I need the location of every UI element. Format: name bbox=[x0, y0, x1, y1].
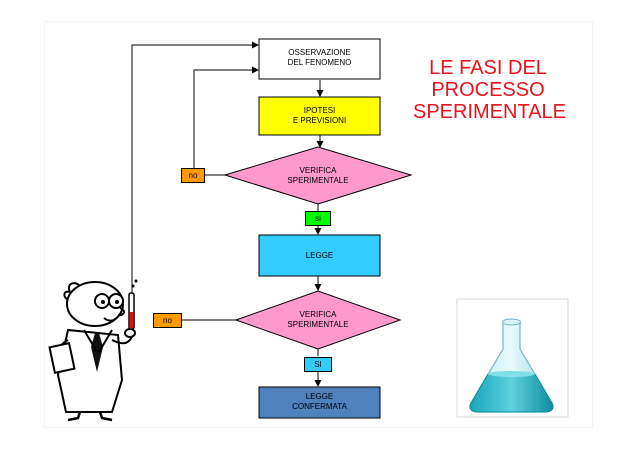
loop-back-from-scientist bbox=[131, 41, 259, 293]
law-label: LEGGE bbox=[259, 251, 380, 261]
no-tag-2: no bbox=[153, 313, 182, 328]
observation-line2: DEL FENOMENO bbox=[287, 58, 352, 67]
confirmed-law-line2: CONFERMATA bbox=[292, 402, 347, 411]
confirmed-law-line1: LEGGE bbox=[305, 392, 334, 401]
confirmed-law-label: LEGGE CONFERMATA bbox=[259, 392, 380, 412]
hypothesis-line2: E PREVISIONI bbox=[292, 116, 347, 125]
connectors bbox=[131, 41, 324, 387]
verify2-label: VERIFICA SPERIMENTALE bbox=[268, 310, 368, 330]
hypothesis-label: IPOTESI E PREVISIONI bbox=[259, 106, 380, 126]
verify2-diamond bbox=[234, 290, 402, 350]
verify1-diamond bbox=[223, 146, 413, 205]
flask-illustration bbox=[456, 298, 569, 418]
verify2-line2: SPERIMENTALE bbox=[287, 320, 349, 329]
title-line3: SPERIMENTALE bbox=[413, 101, 566, 123]
law-box bbox=[258, 234, 381, 277]
observation-line1: OSSERVAZIONE bbox=[288, 48, 351, 57]
verify1-line2: SPERIMENTALE bbox=[287, 176, 349, 185]
hypothesis-line1: IPOTESI bbox=[303, 106, 336, 115]
confirmed-law-box bbox=[258, 386, 381, 419]
scientist-illustration bbox=[48, 279, 138, 422]
loop-back-to-observation bbox=[193, 66, 259, 168]
title-line1: LE FASI DEL bbox=[429, 57, 547, 79]
slide-title: LE FASI DEL PROCESSO SPERIMENTALE bbox=[413, 57, 566, 123]
si-tag-2: SI bbox=[304, 357, 332, 372]
verify1-label: VERIFICA SPERIMENTALE bbox=[268, 166, 368, 186]
observation-box bbox=[258, 38, 381, 80]
title-line2: PROCESSO bbox=[431, 79, 545, 101]
hypothesis-box bbox=[258, 96, 381, 136]
no-tag-1: no bbox=[181, 168, 205, 183]
observation-label: OSSERVAZIONE DEL FENOMENO bbox=[259, 48, 380, 68]
law-line1: LEGGE bbox=[305, 251, 334, 260]
verify2-line1: VERIFICA bbox=[299, 310, 337, 319]
verify1-line1: VERIFICA bbox=[299, 166, 337, 175]
si-tag-1: si bbox=[305, 211, 331, 226]
